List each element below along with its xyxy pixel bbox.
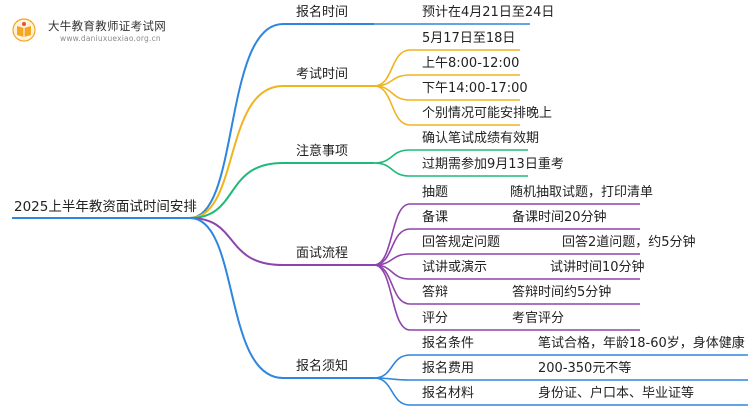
- detail-topic: 考官评分: [512, 311, 565, 326]
- child-topic: 确认笔试成绩有效期: [422, 131, 540, 146]
- child-connector: [373, 149, 411, 164]
- child-connector: [373, 85, 411, 126]
- child-topic: 回答规定问题: [422, 235, 501, 250]
- child-topic: 试讲或演示: [422, 260, 488, 275]
- branch-connector: [189, 85, 284, 219]
- branch-topic: 考试时间: [296, 67, 349, 82]
- branch-topic: 面试流程: [296, 246, 349, 261]
- child-topic: 报名费用: [422, 361, 475, 376]
- detail-topic: 随机抽取试题，打印清单: [510, 185, 654, 200]
- logo-url: www.daniuxuexiao.org.cn: [60, 34, 161, 43]
- child-topic: 答辩: [422, 285, 449, 300]
- detail-topic: 笔试合格，年龄18-60岁，身体健康: [538, 336, 745, 351]
- branch-topic: 报名时间: [296, 5, 349, 20]
- branch-connector: [189, 162, 284, 219]
- child-topic: 备课: [422, 210, 449, 225]
- detail-topic: 身份证、户口本、毕业证等: [538, 386, 695, 401]
- child-topic: 下午14:00-17:00: [422, 81, 528, 96]
- child-connector: [373, 377, 411, 406]
- child-topic: 个别情况可能安排晚上: [422, 106, 553, 121]
- branch-connector: [189, 23, 284, 219]
- detail-topic: 试讲时间10分钟: [550, 260, 645, 275]
- book-logo-icon: [12, 18, 36, 42]
- child-topic: 上午8:00-12:00: [422, 56, 520, 71]
- child-topic: 报名条件: [422, 336, 475, 351]
- detail-topic: 备课时间20分钟: [512, 210, 607, 225]
- detail-topic: 答辩时间约5分钟: [512, 285, 612, 300]
- child-topic: 评分: [422, 311, 449, 326]
- child-connector: [373, 264, 411, 331]
- logo-title: 大牛教育教师证考试网: [48, 19, 166, 33]
- child-connector: [373, 354, 411, 379]
- child-topic: 预计在4月21日至24日: [422, 5, 555, 20]
- branch-connector: [189, 217, 284, 379]
- branch-topic: 注意事项: [296, 144, 349, 159]
- branch-connector: [189, 217, 284, 266]
- branch-topic: 报名须知: [296, 359, 349, 374]
- child-topic: 报名材料: [422, 386, 475, 401]
- detail-topic: 回答2道问题，约5分钟: [562, 235, 696, 250]
- root-topic: 2025上半年教资面试时间安排: [14, 199, 197, 215]
- child-topic: 5月17日至18日: [422, 31, 516, 46]
- site-logo[interactable]: 大牛教育教师证考试网 www.daniuxuexiao.org.cn: [12, 12, 192, 46]
- child-connector: [373, 203, 411, 266]
- detail-topic: 200-350元不等: [538, 361, 632, 376]
- child-connector: [373, 162, 411, 177]
- child-connector: [373, 85, 411, 101]
- child-topic: 过期需参加9月13日重考: [422, 157, 564, 172]
- child-topic: 抽题: [422, 185, 449, 200]
